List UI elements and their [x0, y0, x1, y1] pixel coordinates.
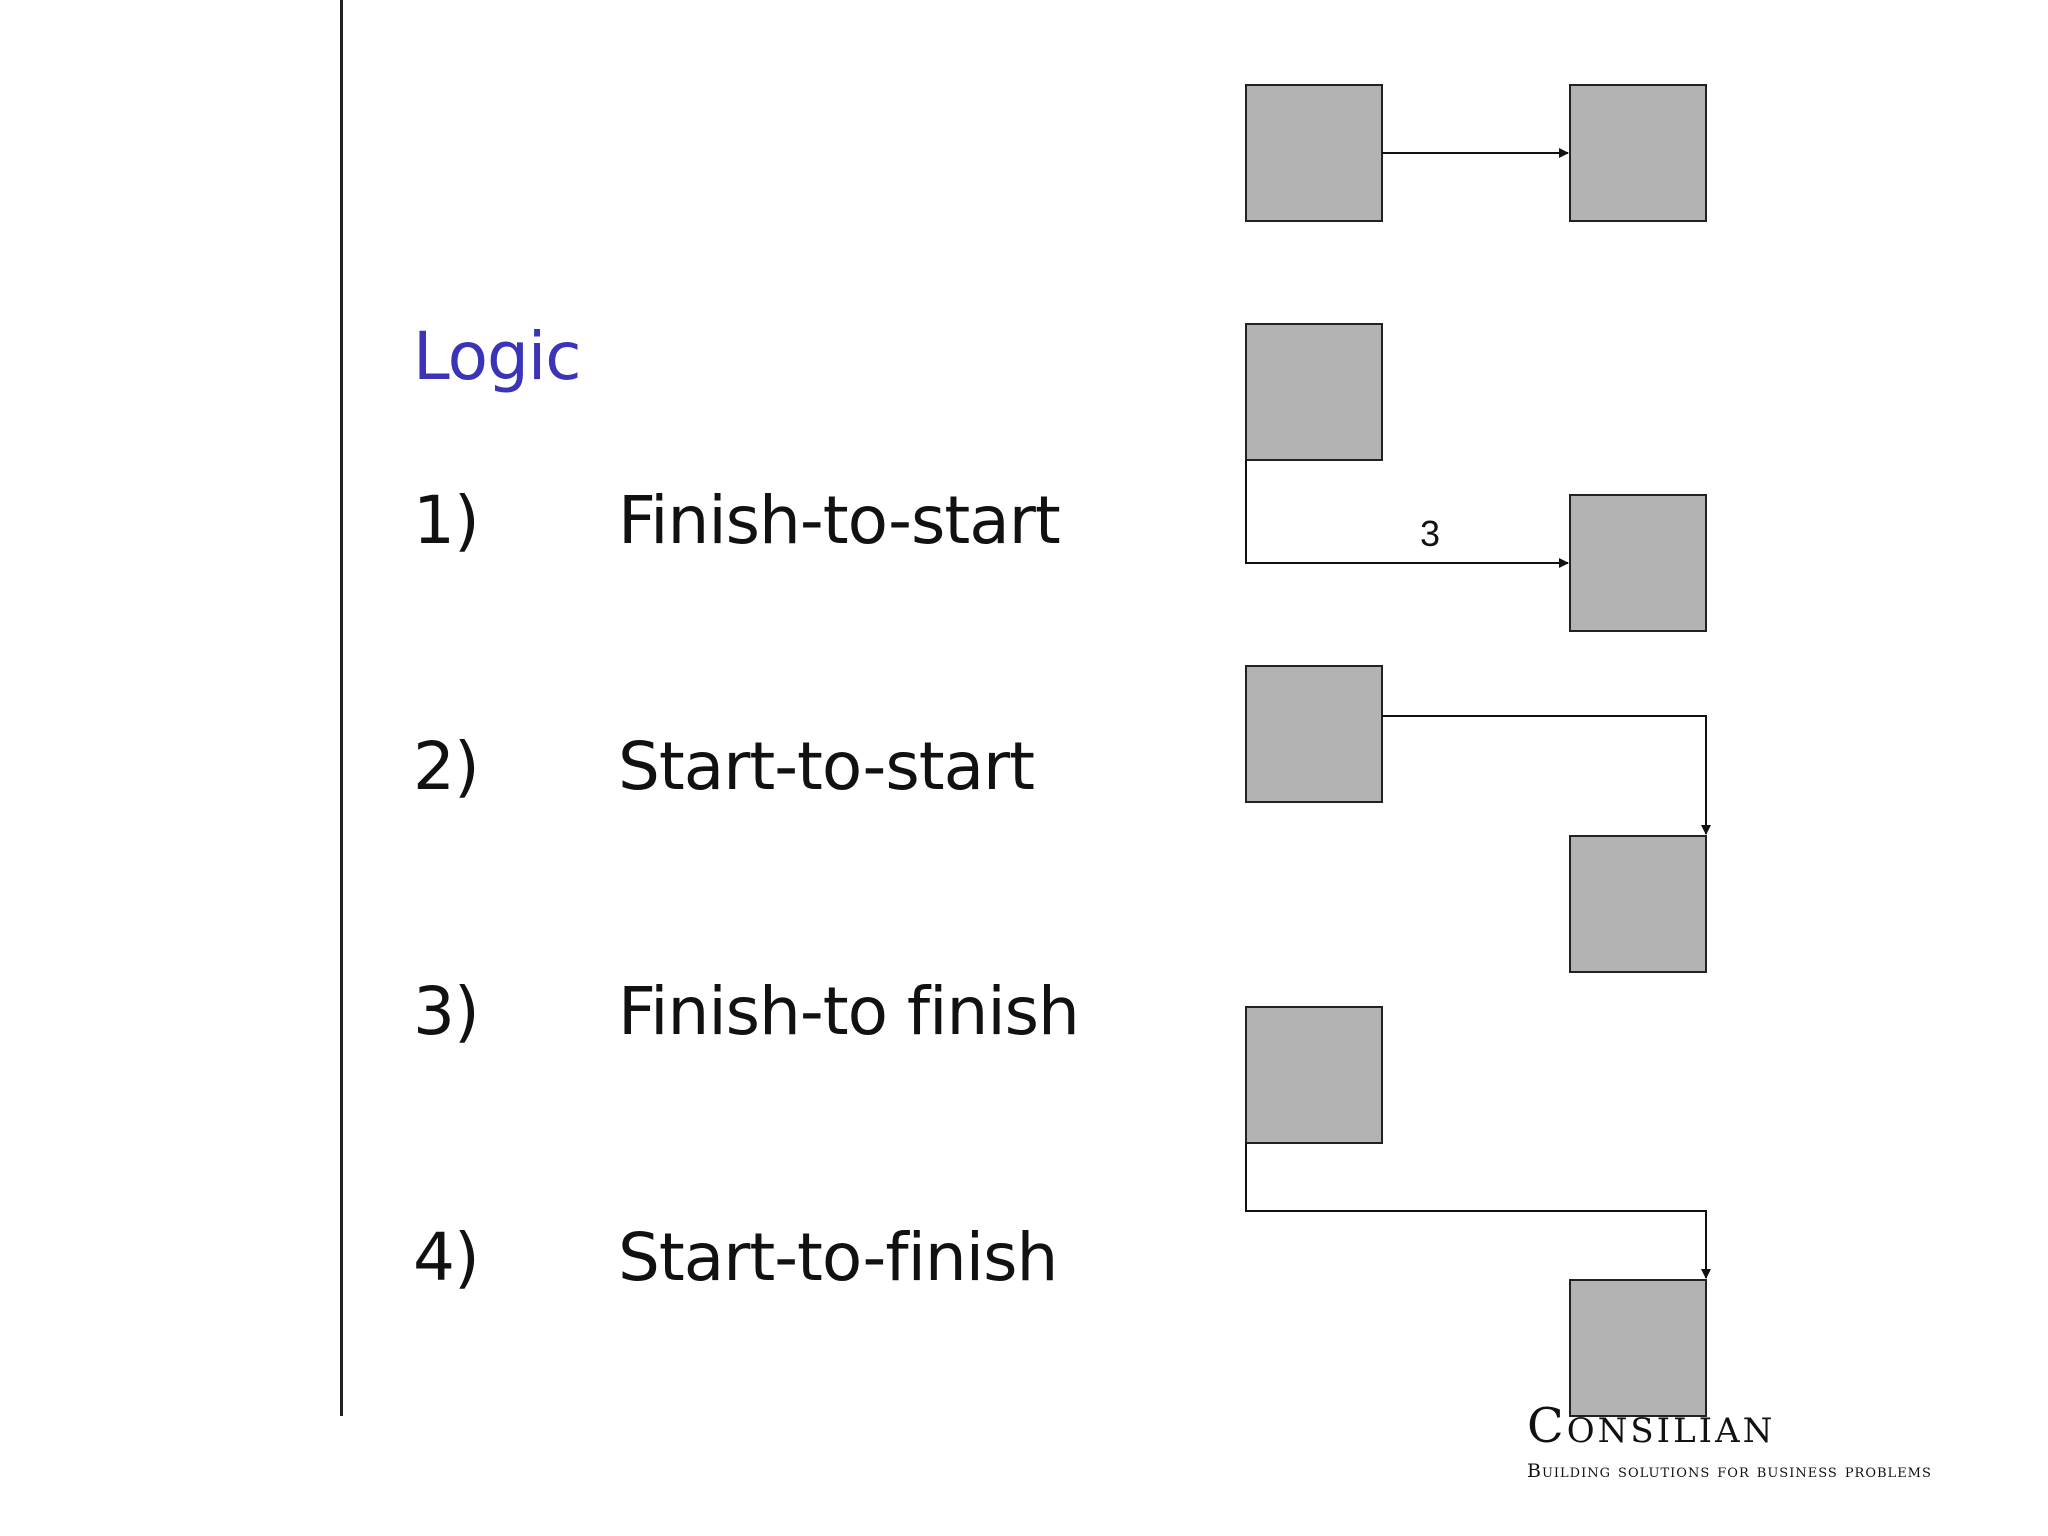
item-number-4: 4) — [413, 1219, 480, 1296]
task-box-1b — [1569, 84, 1707, 222]
item-number-1: 1) — [413, 482, 480, 559]
task-box-2b — [1569, 494, 1707, 632]
item-number-2: 2) — [413, 728, 480, 805]
slide-title: Logic — [413, 318, 582, 395]
task-box-3a — [1245, 665, 1383, 803]
item-label-finish-to-start: Finish-to-start — [618, 482, 1061, 559]
item-label-start-to-finish: Start-to-finish — [618, 1219, 1058, 1296]
logo-tagline: Building solutions for business problems — [1527, 1460, 1932, 1482]
task-box-4b — [1569, 1279, 1707, 1417]
item-label-finish-to-finish: Finish-to finish — [618, 973, 1080, 1050]
dependency-arrow-2 — [1245, 460, 1569, 568]
vertical-divider — [340, 0, 343, 1416]
task-box-3b — [1569, 835, 1707, 973]
item-number-3: 3) — [413, 973, 480, 1050]
task-box-2a — [1245, 323, 1383, 461]
task-box-4a — [1245, 1006, 1383, 1144]
task-box-1a — [1245, 84, 1383, 222]
dependency-arrow-3 — [1382, 715, 1711, 835]
dependency-arrow-4 — [1245, 1143, 1711, 1279]
logo-name: Consilian — [1527, 1398, 1776, 1454]
item-label-start-to-start: Start-to-start — [618, 728, 1035, 805]
lag-label: 3 — [1420, 513, 1440, 554]
